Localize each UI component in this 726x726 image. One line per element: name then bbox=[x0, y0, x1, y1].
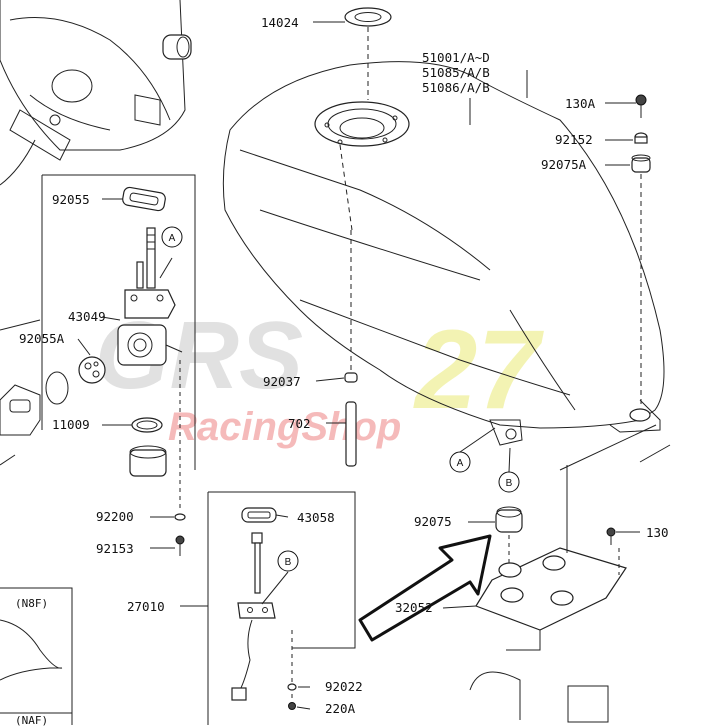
part-label-92055: 92055 bbox=[52, 192, 90, 207]
part-label-51001: 51001/A~D bbox=[422, 50, 490, 65]
ref-circle-b-tank: B bbox=[498, 471, 520, 493]
watermark: GRS 27 RacingShop bbox=[95, 302, 544, 449]
frame-bracket-drawing bbox=[0, 0, 192, 186]
part-label-220a: 220A bbox=[325, 701, 356, 716]
part-label-92152: 92152 bbox=[555, 132, 593, 147]
fuel-tank-drawing bbox=[222, 61, 665, 446]
part-label-43058: 43058 bbox=[297, 510, 335, 525]
part-label-27010: 27010 bbox=[127, 599, 165, 614]
part-label-43049: 43049 bbox=[68, 309, 106, 324]
part-label-92022: 92022 bbox=[325, 679, 363, 694]
bracket-hardware-drawing bbox=[495, 506, 616, 565]
leader-lines bbox=[77, 21, 640, 710]
part-label-51085: 51085/A/B bbox=[422, 65, 490, 80]
part-label-32052: 32052 bbox=[395, 600, 433, 615]
part-14024-drawing bbox=[344, 7, 392, 100]
pointer-arrow bbox=[358, 534, 492, 642]
variant-label-naf: (NAF) bbox=[15, 714, 48, 726]
part-label-92200: 92200 bbox=[96, 509, 134, 524]
ref-b-label: B bbox=[506, 478, 513, 489]
pump-box bbox=[207, 491, 356, 725]
hose-drawing bbox=[344, 230, 358, 467]
petcock-fasteners-drawing bbox=[174, 513, 186, 556]
right-hardware-drawing bbox=[631, 94, 651, 405]
watermark-shop-name: RacingShop bbox=[168, 405, 401, 449]
part-label-92153: 92153 bbox=[96, 541, 134, 556]
ref-circle-a-tank: A bbox=[449, 451, 471, 473]
ref-a-label: A bbox=[457, 458, 464, 469]
ref-b-label: B bbox=[285, 557, 292, 568]
part-labels: 14024 51001/A~D 51085/A/B 51086/A/B 130A… bbox=[15, 15, 669, 726]
variant-frame bbox=[0, 587, 73, 725]
part-label-14024: 14024 bbox=[261, 15, 299, 30]
part-label-92055a: 92055A bbox=[19, 331, 65, 346]
part-label-130: 130 bbox=[646, 525, 669, 540]
ref-circle-b-pump: B bbox=[277, 550, 299, 572]
part-label-92075: 92075 bbox=[414, 514, 452, 529]
watermark-brand-number: 27 bbox=[413, 307, 544, 432]
part-label-92037: 92037 bbox=[263, 374, 301, 389]
part-label-702: 702 bbox=[288, 416, 311, 431]
ref-a-label: A bbox=[169, 233, 176, 244]
part-label-92075a: 92075A bbox=[541, 157, 587, 172]
bracket-32052-drawing bbox=[469, 424, 671, 723]
part-label-51086: 51086/A/B bbox=[422, 80, 490, 95]
ref-circle-a-top: A bbox=[161, 226, 183, 248]
left-plate-drawing bbox=[0, 319, 41, 466]
part-label-11009: 11009 bbox=[52, 417, 90, 432]
part-label-130a: 130A bbox=[565, 96, 596, 111]
petcock-box bbox=[41, 174, 196, 512]
variant-label-n8f: (N8F) bbox=[15, 597, 48, 610]
